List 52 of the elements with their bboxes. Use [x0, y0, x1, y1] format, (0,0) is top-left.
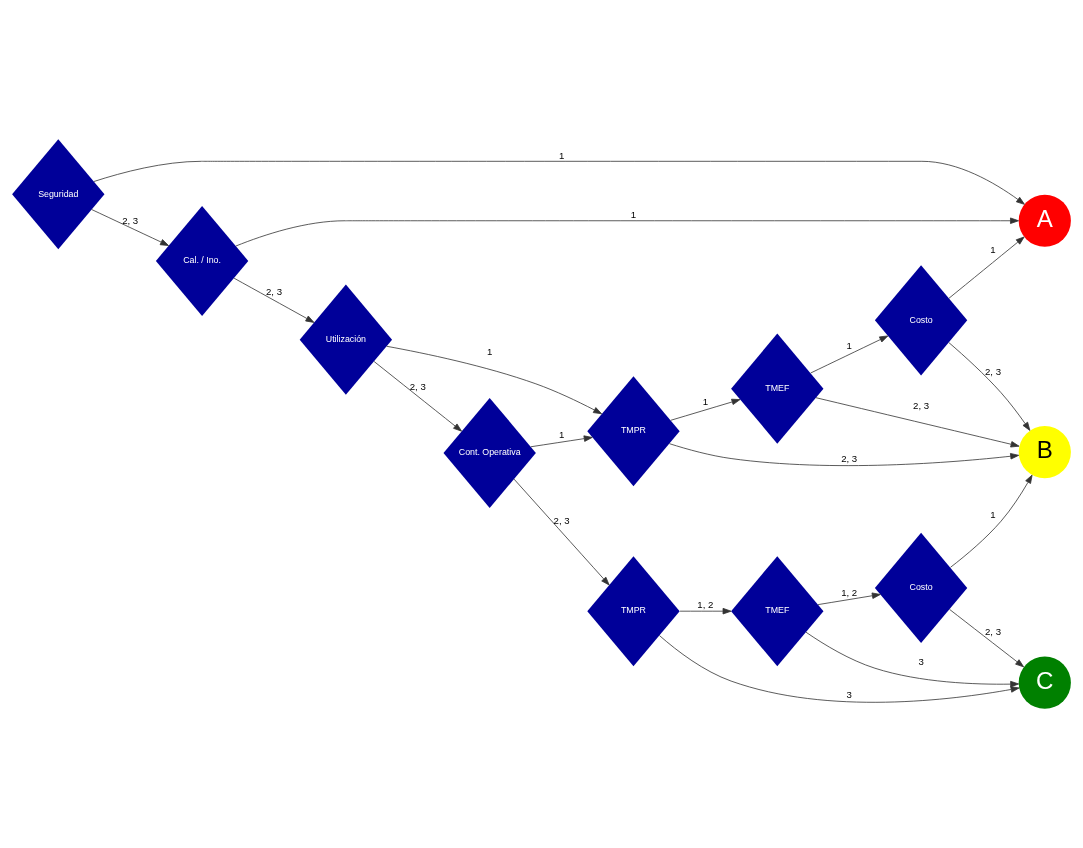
node-diamond: Cont. Operativa: [443, 397, 536, 508]
node-diamond: Cal. / Ino.: [155, 205, 249, 316]
arrow: [235, 217, 1019, 247]
edge-label: 2, 3: [122, 214, 139, 226]
node-diamond: Costo: [874, 265, 968, 376]
edge-label: 1, 2: [841, 586, 858, 598]
arrow: [233, 277, 315, 323]
node-diamond: Costo: [874, 532, 968, 643]
edge-label: 1: [990, 509, 996, 521]
arrow: [817, 592, 881, 605]
edge-label: 2, 3: [553, 515, 570, 527]
edge-label: 2, 3: [984, 365, 1002, 377]
arrow: [669, 443, 1020, 466]
edge-label: 2, 3: [409, 380, 426, 392]
arrow: [949, 609, 1024, 668]
arrow: [948, 236, 1025, 299]
edge-label: 2, 3: [265, 286, 283, 298]
edge-label: 1: [487, 346, 493, 358]
edge-label: 2, 3: [984, 625, 1002, 637]
arrow: [948, 342, 1031, 431]
arrow: [805, 631, 1020, 688]
arrow: [530, 435, 593, 448]
arrow: [810, 335, 889, 374]
edge-label: 2, 3: [913, 400, 930, 412]
node-diamond: TMPR: [587, 556, 680, 667]
node-circle: C: [1018, 656, 1071, 709]
node-diamond: TMEF: [731, 556, 824, 667]
arrow: [513, 478, 610, 586]
arrow: [91, 209, 169, 246]
edge-label: 1: [558, 429, 565, 441]
node-circle: B: [1018, 426, 1071, 479]
node-diamond: Utilización: [299, 284, 393, 395]
node-diamond: TMPR: [587, 376, 680, 487]
node-diamond: Seguridad: [12, 139, 105, 250]
arrow: [659, 635, 1020, 703]
edge-label: 1: [558, 149, 565, 161]
edge-label: 3: [918, 656, 924, 668]
edge-label: 1: [702, 396, 709, 408]
edge-label: 1: [630, 209, 637, 221]
edge-label: 1, 2: [697, 599, 714, 611]
node-circle: A: [1018, 194, 1071, 247]
edge-label: 1: [990, 244, 996, 256]
edge-label: 3: [846, 689, 852, 701]
arrow: [373, 361, 462, 432]
arrow: [93, 160, 1025, 205]
edge-label: 1: [846, 339, 852, 351]
edge-label: 2, 3: [841, 453, 858, 465]
arrow: [386, 345, 603, 415]
arrow: [950, 474, 1033, 568]
arrow: [670, 398, 741, 421]
arrow: [815, 397, 1020, 448]
arrow: [679, 607, 732, 615]
